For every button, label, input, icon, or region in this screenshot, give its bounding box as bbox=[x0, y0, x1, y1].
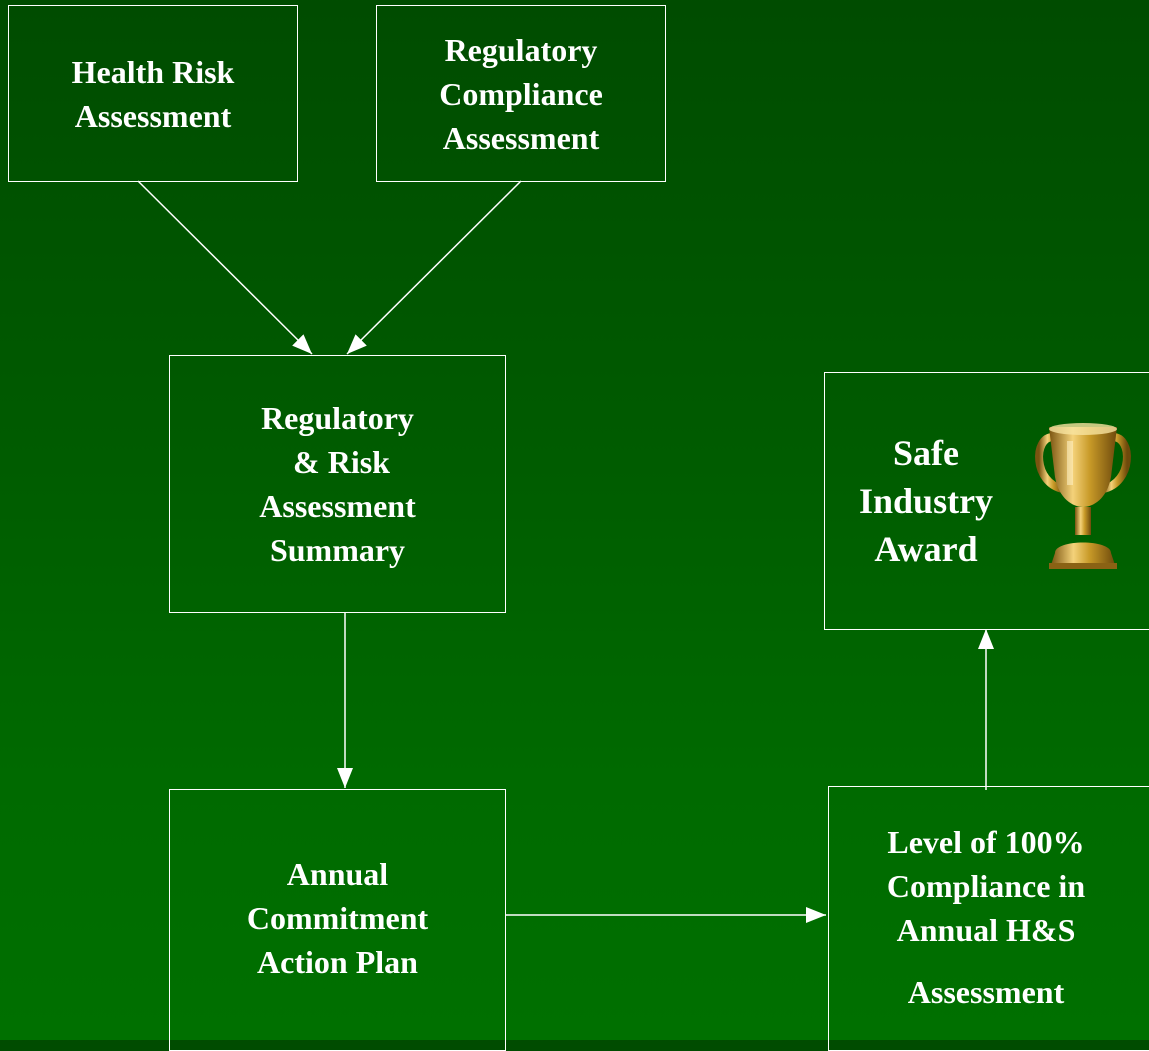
node-regulatory-risk-summary: Regulatory & Risk Assessment Summary bbox=[169, 355, 506, 613]
node-regulatory-compliance-assessment: Regulatory Compliance Assessment bbox=[376, 5, 666, 182]
node-label-line: Assessment bbox=[74, 97, 232, 134]
node-label-line: Regulatory bbox=[444, 31, 598, 68]
node-label-line: Compliance bbox=[439, 75, 603, 112]
node-label-line: Assessment bbox=[907, 974, 1065, 1010]
node-label-line: Safe bbox=[893, 433, 960, 473]
node-label-line: Annual bbox=[286, 856, 389, 892]
trophy-icon bbox=[1035, 423, 1131, 569]
node-label-line: Annual H&S bbox=[896, 912, 1076, 948]
node-health-risk-assessment: Health Risk Assessment bbox=[8, 5, 298, 182]
node-label-line: Commitment bbox=[246, 900, 429, 936]
node-label-line: Health Risk bbox=[71, 53, 235, 90]
node-label-line: Award bbox=[874, 529, 978, 569]
arrow-compliance-to-summary bbox=[346, 180, 522, 355]
node-compliance-level: Level of 100% Compliance in Annual H&S A… bbox=[828, 786, 1149, 1051]
award-label: Safe Industry Award bbox=[859, 429, 993, 573]
node-label-line: Level of 100% bbox=[887, 824, 1085, 860]
node-label-line: Assessment bbox=[259, 488, 416, 524]
arrow-health-to-summary bbox=[137, 180, 313, 355]
node-label-line: Action Plan bbox=[257, 944, 418, 980]
node-safe-industry-award: Safe Industry Award bbox=[824, 372, 1149, 630]
node-label-line: Regulatory bbox=[261, 400, 414, 436]
node-label-line: Industry bbox=[859, 481, 994, 521]
node-label-line: Summary bbox=[269, 532, 406, 568]
node-label-line: & Risk bbox=[285, 444, 390, 480]
node-label-line: Assessment bbox=[442, 119, 600, 156]
node-label-line: Compliance in bbox=[886, 868, 1086, 904]
node-annual-commitment-action-plan: Annual Commitment Action Plan bbox=[169, 789, 506, 1051]
